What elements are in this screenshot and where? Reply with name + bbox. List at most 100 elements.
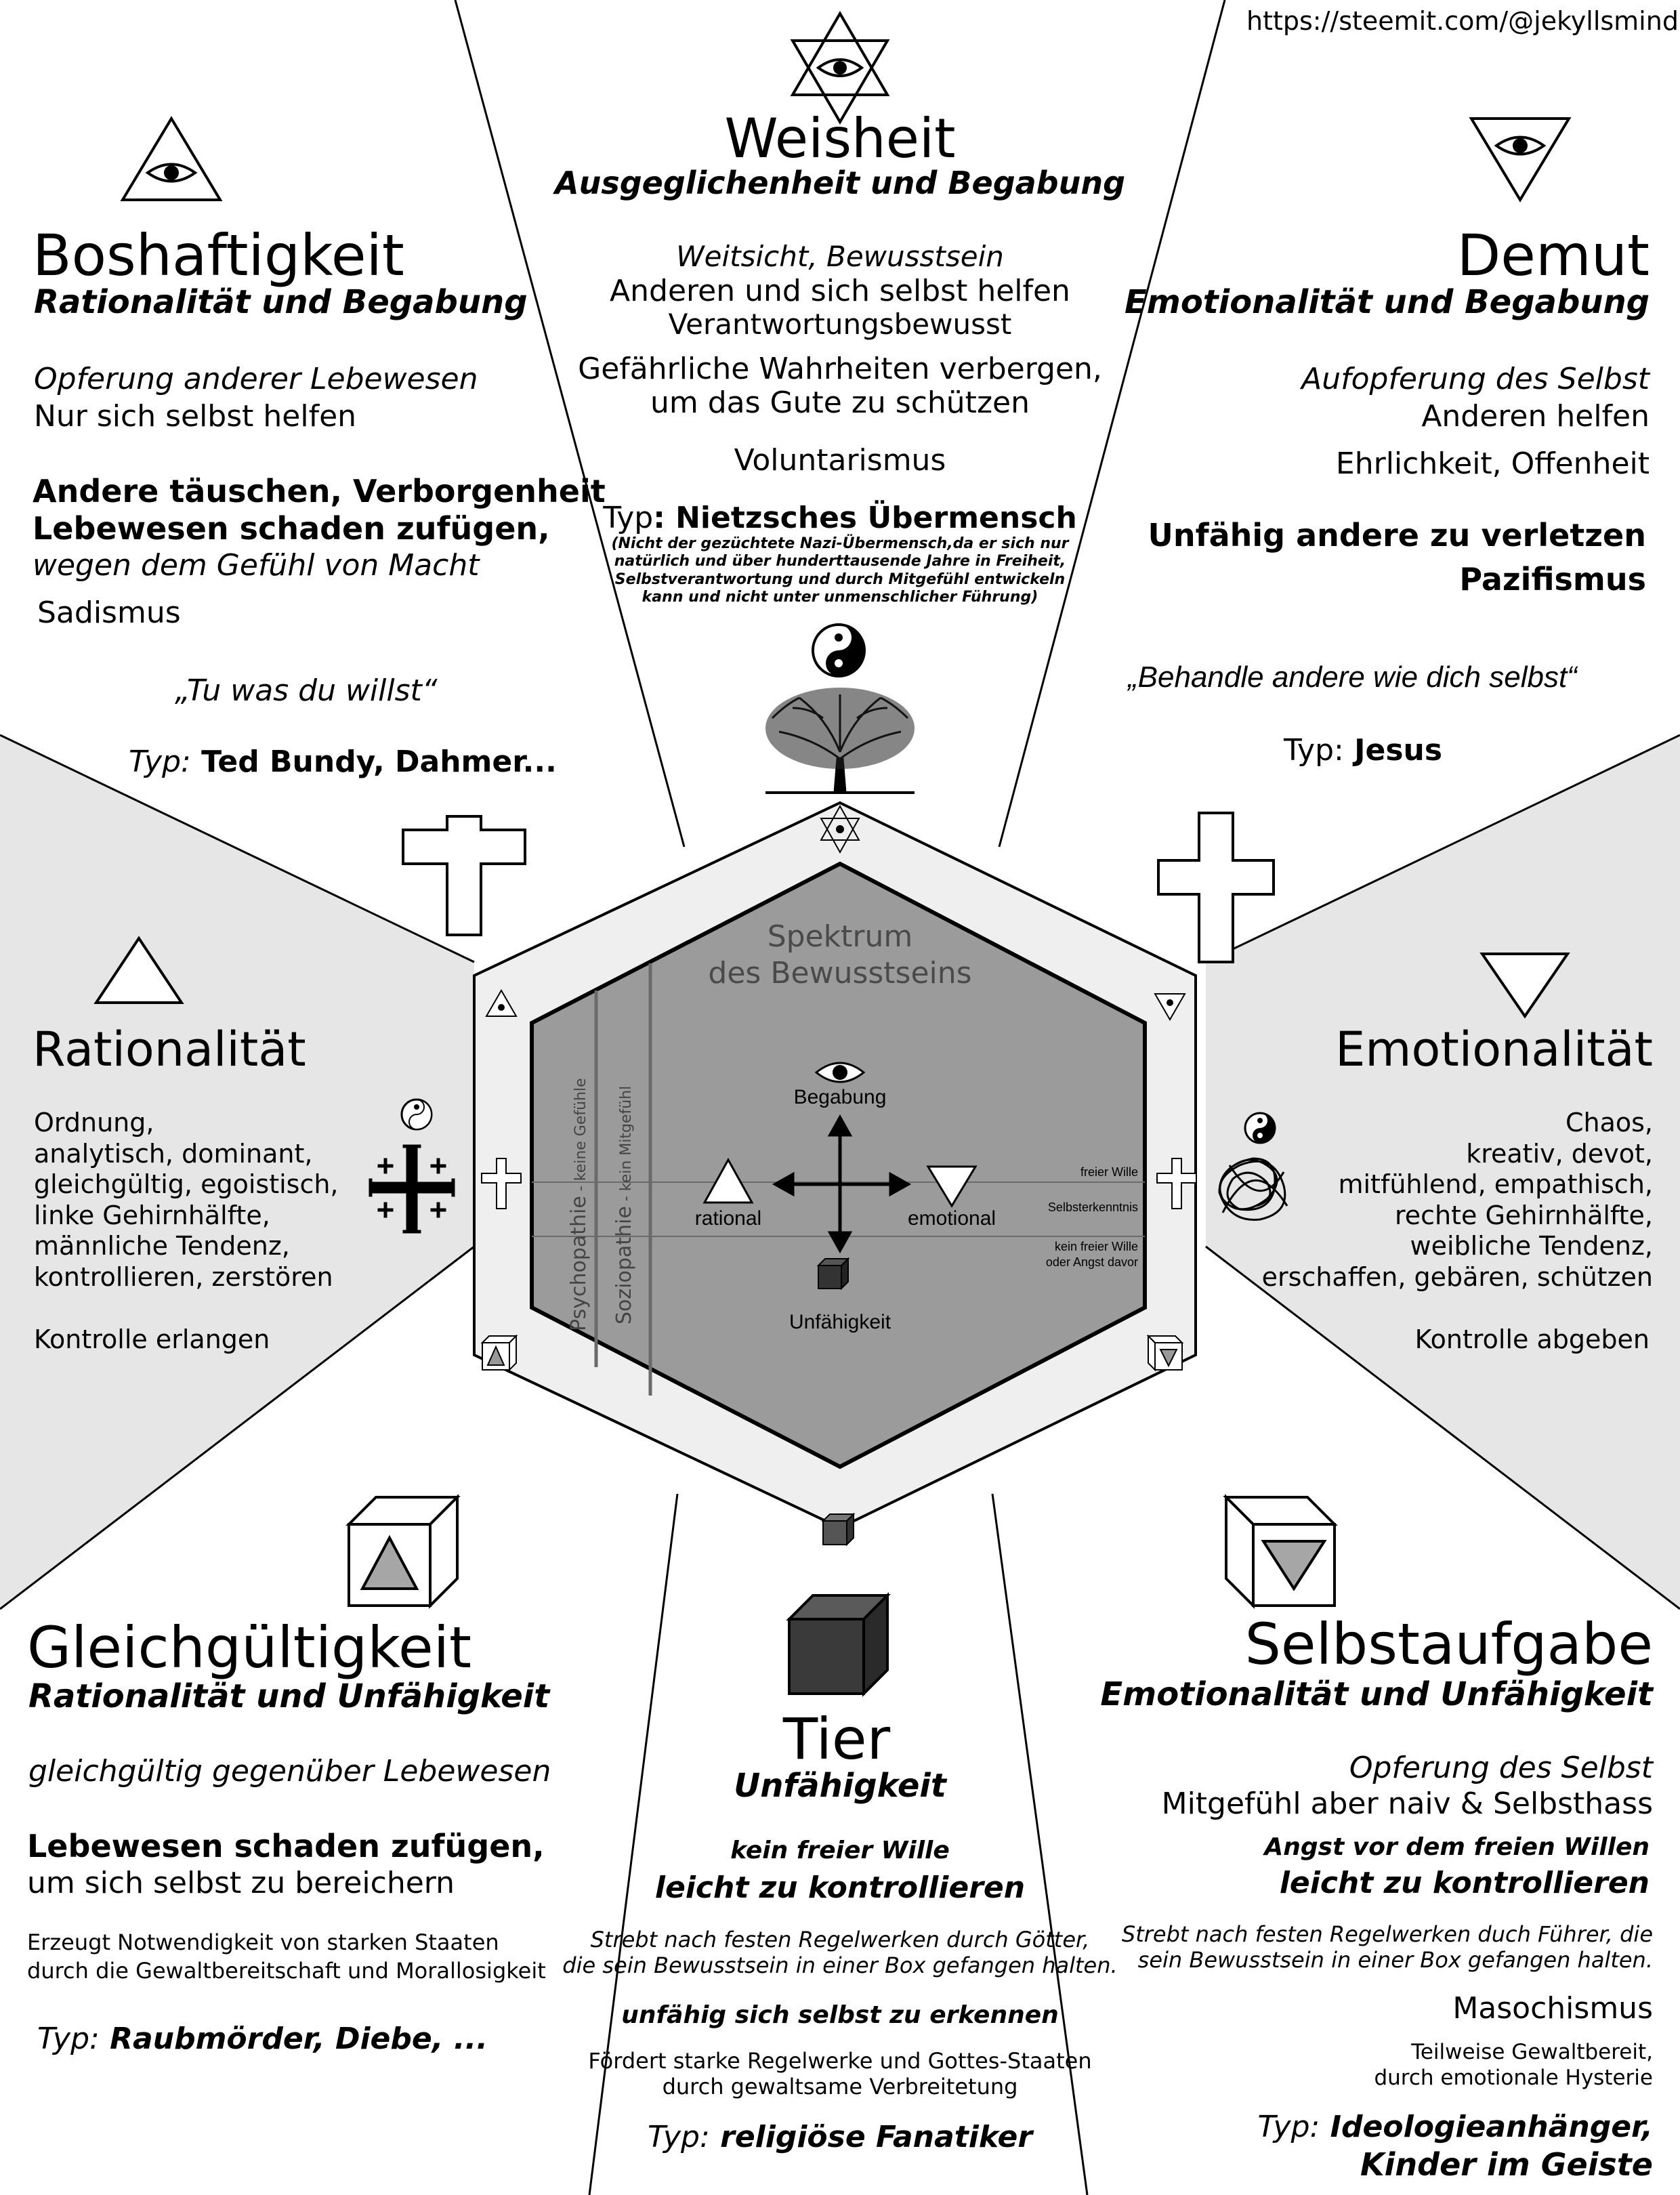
demut-line3: Ehrlichkeit, Offenheit bbox=[1335, 446, 1650, 481]
frame-left-cross-icon bbox=[481, 1158, 522, 1209]
emotional-triangle bbox=[926, 1165, 978, 1208]
demut-line1: Aufopferung des Selbst bbox=[1301, 362, 1650, 396]
triangle-icon bbox=[93, 936, 184, 1004]
frame-star-icon bbox=[820, 804, 860, 854]
rationalitaet-item: männliche Tendenz, bbox=[34, 1231, 290, 1261]
begabung-label: Begabung bbox=[793, 1086, 887, 1108]
inverted-cross-icon bbox=[402, 815, 526, 936]
rationalitaet-list: Ordnung, analytisch, dominant, gleichgül… bbox=[34, 1108, 339, 1293]
eye-of-providence-icon bbox=[120, 116, 223, 201]
boshaftigkeit-line4: Lebewesen schaden zufügen, bbox=[33, 510, 550, 547]
demut-line5: Pazifismus bbox=[1459, 561, 1646, 598]
inverted-triangle-eye-icon bbox=[1469, 117, 1572, 203]
gleichgueltigkeit-typ: Typ: Raubmörder, Diebe, ... bbox=[37, 2022, 488, 2055]
divider-line-6 bbox=[1205, 1245, 1680, 1610]
boshaftigkeit-title: Boshaftigkeit bbox=[33, 222, 404, 289]
gleichgueltigkeit-title: Gleichgültigkeit bbox=[27, 1614, 471, 1681]
weisheit-line1: Weitsicht, Bewusstsein bbox=[676, 240, 1004, 273]
demut-typ-value: Jesus bbox=[1343, 733, 1443, 768]
soziopathie-sub: - kein Mitgefühl bbox=[618, 1085, 635, 1207]
yin-yang-icon bbox=[812, 623, 866, 677]
unfaehigkeit-label: Unfähigkeit bbox=[789, 1311, 891, 1333]
demut-line4: Unfähig andere zu verletzen bbox=[1148, 517, 1646, 553]
yin-yang-small-left bbox=[400, 1098, 433, 1131]
rationalitaet-footer: Kontrolle erlangen bbox=[34, 1324, 270, 1354]
gleichgueltigkeit-subtitle: Rationalität und Unfähigkeit bbox=[28, 1677, 550, 1715]
tree-icon bbox=[765, 688, 915, 794]
tier-line1: kein freier Wille bbox=[730, 1837, 950, 1864]
psychopathie-sub: - keine Gefühle bbox=[572, 1078, 589, 1196]
selbstaufgabe-typ-value-1: Ideologieanhänger, bbox=[1320, 2110, 1653, 2144]
weisheit-line3: Verantwortungsbewusst bbox=[668, 308, 1012, 341]
rationalitaet-item: gleichgültig, egoistisch, bbox=[34, 1169, 339, 1200]
selbstaufgabe-typ-label: Typ: bbox=[1257, 2110, 1320, 2144]
weisheit-line4: Gefährliche Wahrheiten verbergen, bbox=[578, 352, 1102, 386]
tier-line5: unfähig sich selbst zu erkennen bbox=[621, 2001, 1059, 2029]
weisheit-typ: Typ: Nietzsches Übermensch bbox=[603, 501, 1077, 535]
tier-typ-value: religiöse Fanatiker bbox=[709, 2120, 1033, 2154]
selbstaufgabe-line6: sein Bewusstsein in einer Box gefangen h… bbox=[1137, 1947, 1653, 1973]
selbstaufgabe-line9: durch emotionale Hysterie bbox=[1374, 2066, 1653, 2090]
selbstaufgabe-line3: Angst vor dem freien Willen bbox=[1264, 1833, 1650, 1861]
freier-wille-label: freier Wille bbox=[1080, 1165, 1138, 1179]
tier-line7: durch gewaltsame Verbreitetung bbox=[662, 2074, 1018, 2099]
demut-line2: Anderen helfen bbox=[1421, 399, 1650, 434]
frame-right-cube-icon bbox=[1146, 1334, 1184, 1372]
selbstaufgabe-line2: Mitgefühl aber naiv & Selbsthass bbox=[1161, 1786, 1653, 1821]
weisheit-note: (Nicht der gezüchtete Nazi-Übermensch,da… bbox=[611, 535, 1068, 607]
selbstaufgabe-typ: Typ: Ideologieanhänger, bbox=[1258, 2110, 1654, 2144]
selbstaufgabe-line4: leicht zu kontrollieren bbox=[1279, 1866, 1650, 1900]
boshaftigkeit-line5: wegen dem Gefühl von Macht bbox=[33, 548, 480, 583]
selbstaufgabe-line7: Masochismus bbox=[1452, 1991, 1653, 2026]
divider-line-7 bbox=[588, 1493, 679, 2195]
boshaftigkeit-subtitle: Rationalität und Begabung bbox=[34, 283, 528, 321]
tier-typ: Typ: religiöse Fanatiker bbox=[648, 2120, 1032, 2154]
kein-wille-label-2: oder Angst davor bbox=[1045, 1255, 1138, 1269]
demut-typ-label: Typ: bbox=[1284, 733, 1344, 768]
left-gray-wedge bbox=[0, 735, 474, 1609]
tier-line3: Strebt nach festen Regelwerken durch Göt… bbox=[590, 1927, 1090, 1952]
boshaftigkeit-line6: Sadismus bbox=[37, 595, 181, 630]
boshaftigkeit-quote: „Tu was du willst“ bbox=[175, 673, 438, 708]
boshaftigkeit-typ-value: Ted Bundy, Dahmer... bbox=[190, 745, 557, 779]
psychopathie-text: Psychopathie bbox=[567, 1196, 591, 1331]
spektrum-title-1: Spektrum bbox=[767, 919, 913, 954]
begabung-eye bbox=[814, 1062, 866, 1083]
boshaftigkeit-typ-label: Typ: bbox=[129, 745, 191, 779]
rationalitaet-item: kontrollieren, zerstören bbox=[34, 1261, 333, 1292]
emotionalitaet-item: mitfühlend, empathisch, bbox=[1338, 1169, 1653, 1200]
emotionalitaet-item: erschaffen, gebären, schützen bbox=[1261, 1261, 1653, 1292]
cube-inverted-triangle-icon bbox=[1223, 1494, 1338, 1609]
demut-quote: „Behandle andere wie dich selbst“ bbox=[1128, 661, 1577, 694]
weisheit-note-line3: Selbstverantwortung und durch Mitgefühl … bbox=[614, 570, 1066, 588]
weisheit-note-line4: kann und nicht unter unmenschlicher Führ… bbox=[642, 589, 1038, 606]
gleichgueltigkeit-line5: durch die Gewaltbereitschaft und Morallo… bbox=[27, 1958, 546, 1984]
demut-subtitle: Emotionalität und Begabung bbox=[1125, 283, 1650, 321]
tier-typ-label: Typ: bbox=[647, 2120, 710, 2154]
yin-yang-small-right bbox=[1244, 1112, 1276, 1144]
cross-icon bbox=[1157, 812, 1275, 963]
psychopathie-label: Psychopathie - keine Gefühle bbox=[567, 1078, 591, 1331]
divider-line-5 bbox=[0, 1245, 475, 1610]
boshaftigkeit-typ: Typ: Ted Bundy, Dahmer... bbox=[129, 745, 557, 778]
demut-typ: Typ: Jesus bbox=[1284, 734, 1442, 767]
rational-triangle bbox=[702, 1157, 754, 1204]
rationalitaet-item: Ordnung, bbox=[34, 1108, 154, 1137]
tier-line6: Fördert starke Regelwerke und Gottes-Sta… bbox=[588, 2048, 1092, 2074]
emotionalitaet-item: kreativ, devot, bbox=[1466, 1138, 1653, 1169]
source-url[interactable]: https://steemit.com/@jekyllsmind bbox=[1246, 6, 1679, 36]
inverted-triangle-icon bbox=[1479, 953, 1570, 1019]
emotionalitaet-footer: Kontrolle abgeben bbox=[1414, 1324, 1650, 1354]
weisheit-title: Weisheit bbox=[724, 107, 956, 170]
boshaftigkeit-line3: Andere täuschen, Verborgenheit bbox=[33, 473, 606, 509]
selbstaufgabe-title: Selbstaufgabe bbox=[1244, 1611, 1653, 1677]
gleichgueltigkeit-line4: Erzeugt Notwendigkeit von starken Staate… bbox=[27, 1929, 499, 1955]
rational-label: rational bbox=[694, 1207, 762, 1230]
selbstaufgabe-typ-value-2: Kinder im Geiste bbox=[1360, 2146, 1653, 2183]
boshaftigkeit-line2: Nur sich selbst helfen bbox=[34, 399, 357, 434]
gleichgueltigkeit-line1: gleichgültig gegenüber Lebewesen bbox=[28, 1754, 551, 1789]
frame-inv-eye-triangle-icon bbox=[1154, 993, 1186, 1021]
demut-title: Demut bbox=[1456, 222, 1650, 289]
tier-line4: die sein Bewusstsein in einer Box gefang… bbox=[562, 1952, 1118, 1978]
